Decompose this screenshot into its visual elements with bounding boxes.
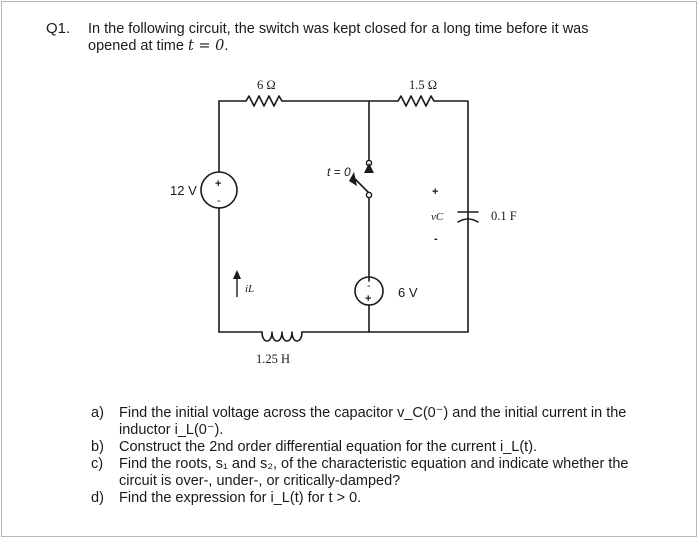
source-12v-label: 12 V bbox=[170, 183, 197, 198]
time-math: t = 0 bbox=[187, 38, 225, 54]
cap-value-label: 0.1 F bbox=[491, 209, 517, 223]
current-arrowhead-icon bbox=[233, 270, 241, 279]
switch-blade bbox=[352, 176, 370, 194]
resistor-1p5-ohm bbox=[397, 95, 435, 107]
question-line-2: opened at time t = 0. bbox=[88, 38, 229, 54]
cap-voltage-label: vC bbox=[431, 211, 444, 223]
source-12v-symbol bbox=[200, 171, 238, 209]
circuit-diagram: 6 Ω 1.5 Ω 12 V + - t = 0 - + 6 V + vC - … bbox=[170, 78, 517, 366]
question-text: In the following circuit, the switch was… bbox=[88, 21, 668, 55]
source-6v-label: 6 V bbox=[398, 285, 418, 300]
cap-plus: + bbox=[432, 186, 438, 198]
source-12v-plus: + bbox=[215, 178, 221, 190]
part-c: c)Find the roots, s₁ and s₂, of the char… bbox=[91, 456, 629, 489]
question-line-1: In the following circuit, the switch was… bbox=[88, 21, 589, 37]
source-6v-plus: + bbox=[365, 293, 371, 305]
question-number: Q1. bbox=[46, 20, 71, 37]
part-a-text: Find the initial voltage across the capa… bbox=[119, 405, 627, 438]
inductor-label: 1.25 H bbox=[256, 352, 290, 366]
inductor-1p25-h bbox=[261, 331, 303, 342]
source-6v-minus: - bbox=[367, 280, 371, 292]
part-d-text: Find the expression for i_L(t) for t > 0… bbox=[119, 490, 362, 506]
part-d: d)Find the expression for i_L(t) for t >… bbox=[91, 490, 362, 506]
part-b: b)Construct the 2nd order differential e… bbox=[91, 439, 538, 455]
switch-arrow-up-icon bbox=[364, 163, 374, 173]
switch-contact-bottom bbox=[365, 191, 373, 199]
current-label: iL bbox=[245, 283, 254, 295]
cap-plate-curved bbox=[457, 218, 479, 223]
switch-label: t = 0 bbox=[327, 165, 351, 179]
resistor-6-ohm bbox=[245, 95, 283, 107]
question-parts: a)Find the initial voltage across the ca… bbox=[91, 405, 661, 507]
wire-top-right bbox=[433, 100, 469, 333]
r1-label: 6 Ω bbox=[257, 78, 276, 92]
part-a: a)Find the initial voltage across the ca… bbox=[91, 405, 627, 438]
source-12v-minus: - bbox=[217, 195, 221, 207]
r2-label: 1.5 Ω bbox=[409, 78, 437, 92]
switch-arrow-icon bbox=[349, 172, 357, 186]
part-b-text: Construct the 2nd order differential equ… bbox=[119, 439, 538, 455]
cap-minus: - bbox=[434, 233, 438, 245]
part-c-text: Find the roots, s₁ and s₂, of the charac… bbox=[119, 456, 629, 489]
